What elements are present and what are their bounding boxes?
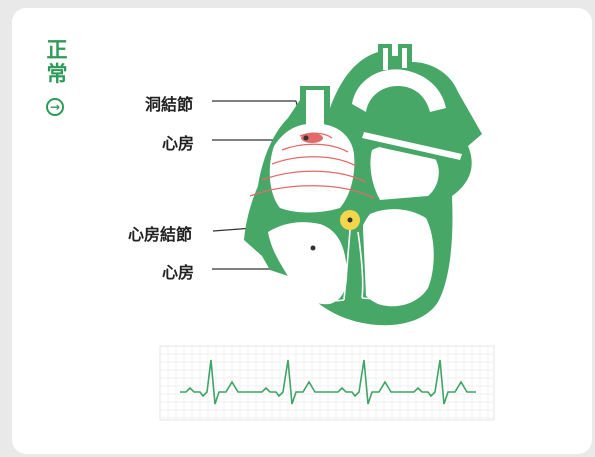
av-node-dot: [348, 218, 353, 223]
vessel-lumen: [383, 48, 388, 70]
ecg-strip: [160, 346, 494, 420]
left-ventricle-chamber: [356, 209, 434, 306]
ecg-frame: [160, 346, 494, 420]
vessel-lumen: [402, 48, 407, 68]
ventricle-dot: [311, 246, 316, 251]
sa-node-dot: [304, 136, 309, 141]
